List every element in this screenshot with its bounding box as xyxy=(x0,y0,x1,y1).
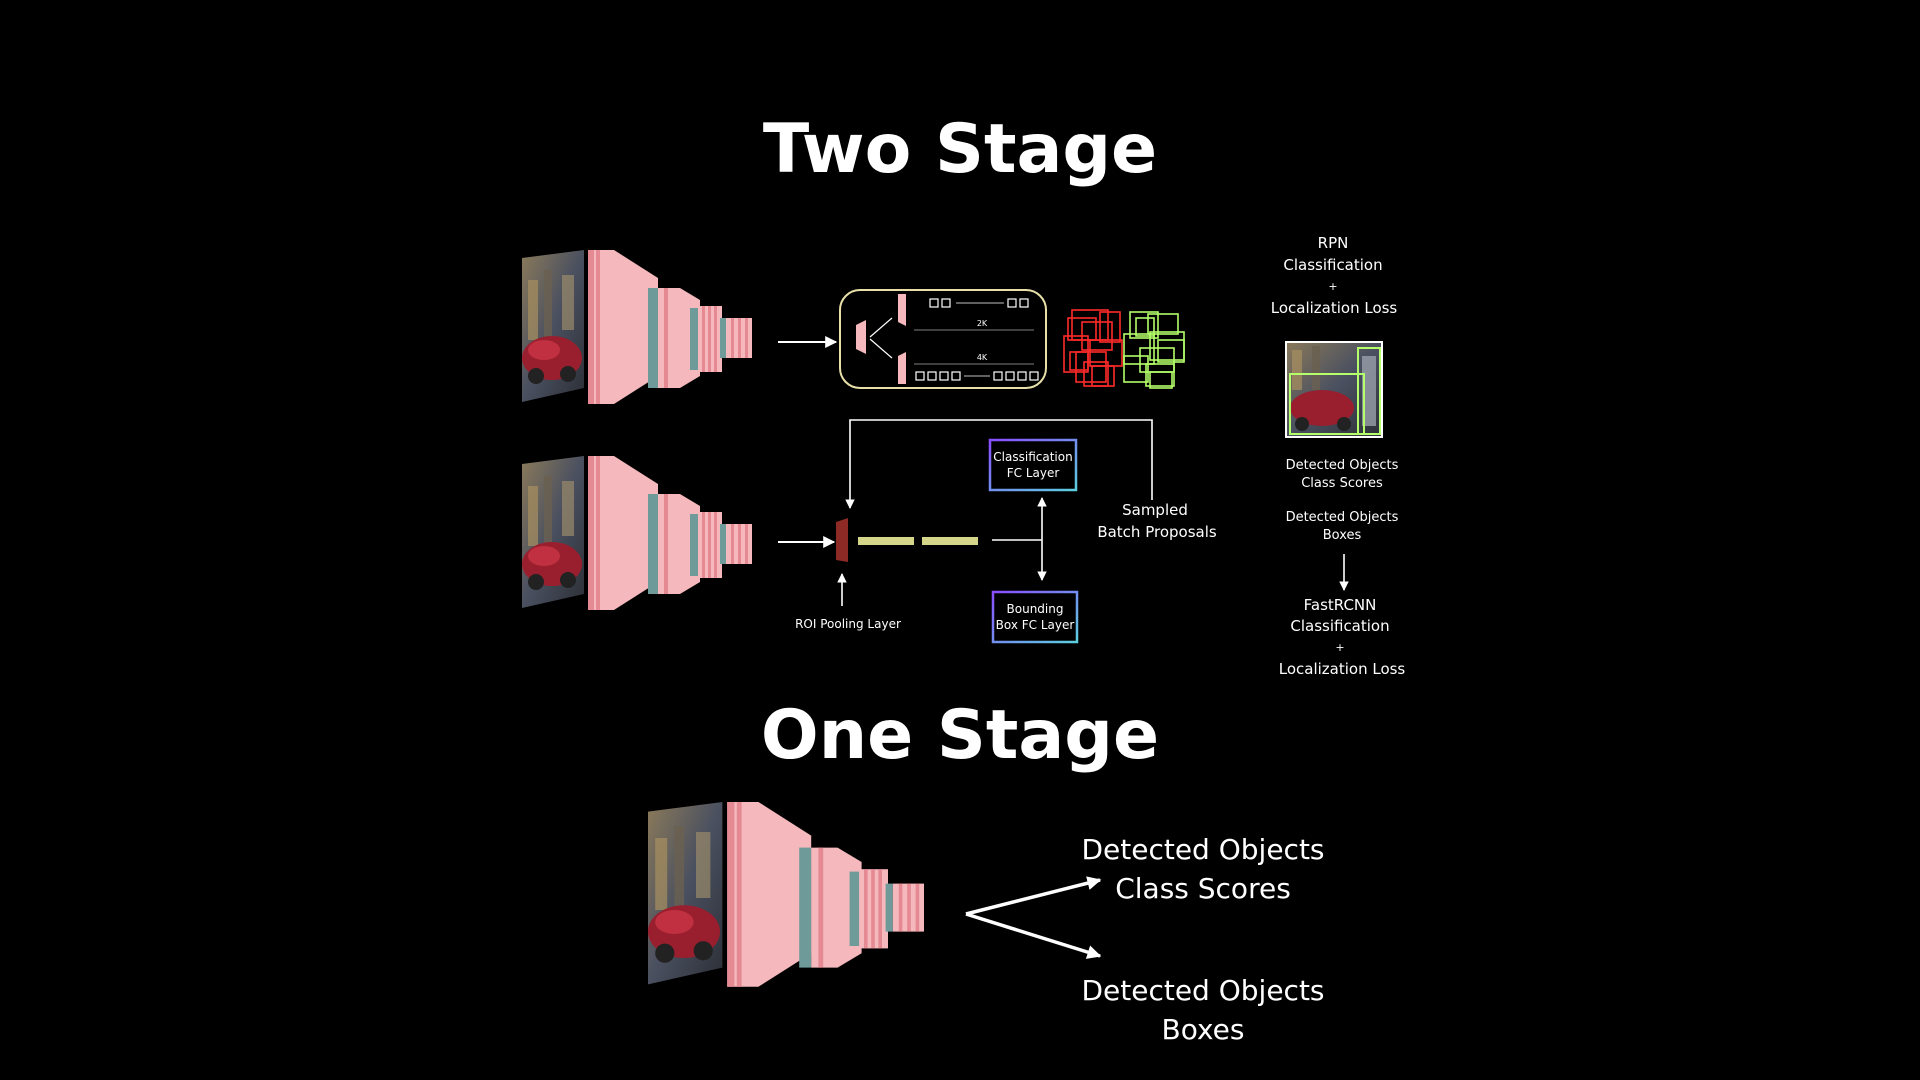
bbox-fc-line1: Bounding xyxy=(1007,602,1064,616)
roi-pooling-layer xyxy=(836,518,848,562)
one-stage-class-scores: Detected Objects Class Scores xyxy=(1081,833,1324,905)
rpn-2k-label: 2K xyxy=(977,319,988,328)
bbox-fc-line2: Box FC Layer xyxy=(996,618,1075,632)
detected-boxes-text: Detected Objects Boxes xyxy=(1286,510,1399,543)
rpn-loss-line3: + xyxy=(1328,280,1337,293)
detected-boxes-line1: Detected Objects xyxy=(1286,510,1399,525)
to-class-scores-arrow xyxy=(965,876,1102,916)
bbox-fc-layer: Bounding Box FC Layer xyxy=(991,590,1079,644)
detected-scores-line2: Class Scores xyxy=(1301,476,1383,491)
fastrcnn-backbone xyxy=(522,456,752,610)
detected-scores-text: Detected Objects Class Scores xyxy=(1286,458,1399,491)
fastrcnn-loss-line4: Localization Loss xyxy=(1279,660,1406,678)
roi-pooling-label: ROI Pooling Layer xyxy=(795,617,901,631)
fastrcnn-loss-line3: + xyxy=(1335,641,1344,654)
green-proposal-boxes xyxy=(1123,311,1185,389)
one-stage-title: One Stage xyxy=(761,696,1159,775)
one-stage-boxes-line1: Detected Objects xyxy=(1081,974,1324,1007)
rpn-head: 2K 4K xyxy=(839,289,1047,389)
red-proposal-boxes xyxy=(1063,309,1123,387)
one-stage-scores-line2: Class Scores xyxy=(1115,872,1291,905)
detected-scores-line1: Detected Objects xyxy=(1286,458,1399,473)
classification-fc-line1: Classification xyxy=(993,450,1072,464)
sampled-proposals-line1: Sampled xyxy=(1122,501,1188,519)
rpn-backbone xyxy=(522,250,752,404)
classification-fc-layer: Classification FC Layer xyxy=(988,438,1078,492)
one-stage-backbone xyxy=(648,802,924,987)
rpn-loss-line4: Localization Loss xyxy=(1271,299,1398,317)
one-stage-boxes: Detected Objects Boxes xyxy=(1081,974,1324,1046)
rpn-loss-text: RPN Classification + Localization Loss xyxy=(1271,234,1398,317)
one-stage-boxes-line2: Boxes xyxy=(1161,1013,1244,1046)
sampled-proposals-loop xyxy=(845,419,1153,509)
two-stage-title: Two Stage xyxy=(763,110,1157,189)
detection-result-image xyxy=(1285,341,1383,438)
detected-boxes-line2: Boxes xyxy=(1323,528,1362,543)
rpn-loss-line2: Classification xyxy=(1283,256,1382,274)
fc-bar-2 xyxy=(922,537,978,545)
fastrcnn-loss-line2: Classification xyxy=(1290,617,1389,635)
classification-fc-line2: FC Layer xyxy=(1007,466,1060,480)
sampled-proposals-line2: Batch Proposals xyxy=(1097,523,1217,541)
fc-bar-1 xyxy=(858,537,914,545)
rpn-loss-line1: RPN xyxy=(1318,234,1349,252)
one-stage-scores-line1: Detected Objects xyxy=(1081,833,1324,866)
to-boxes-arrow xyxy=(965,912,1102,959)
fastrcnn-loss-line1: FastRCNN xyxy=(1304,596,1377,614)
rpn-4k-label: 4K xyxy=(977,353,988,362)
fastrcnn-loss-text: FastRCNN Classification + Localization L… xyxy=(1279,596,1406,678)
